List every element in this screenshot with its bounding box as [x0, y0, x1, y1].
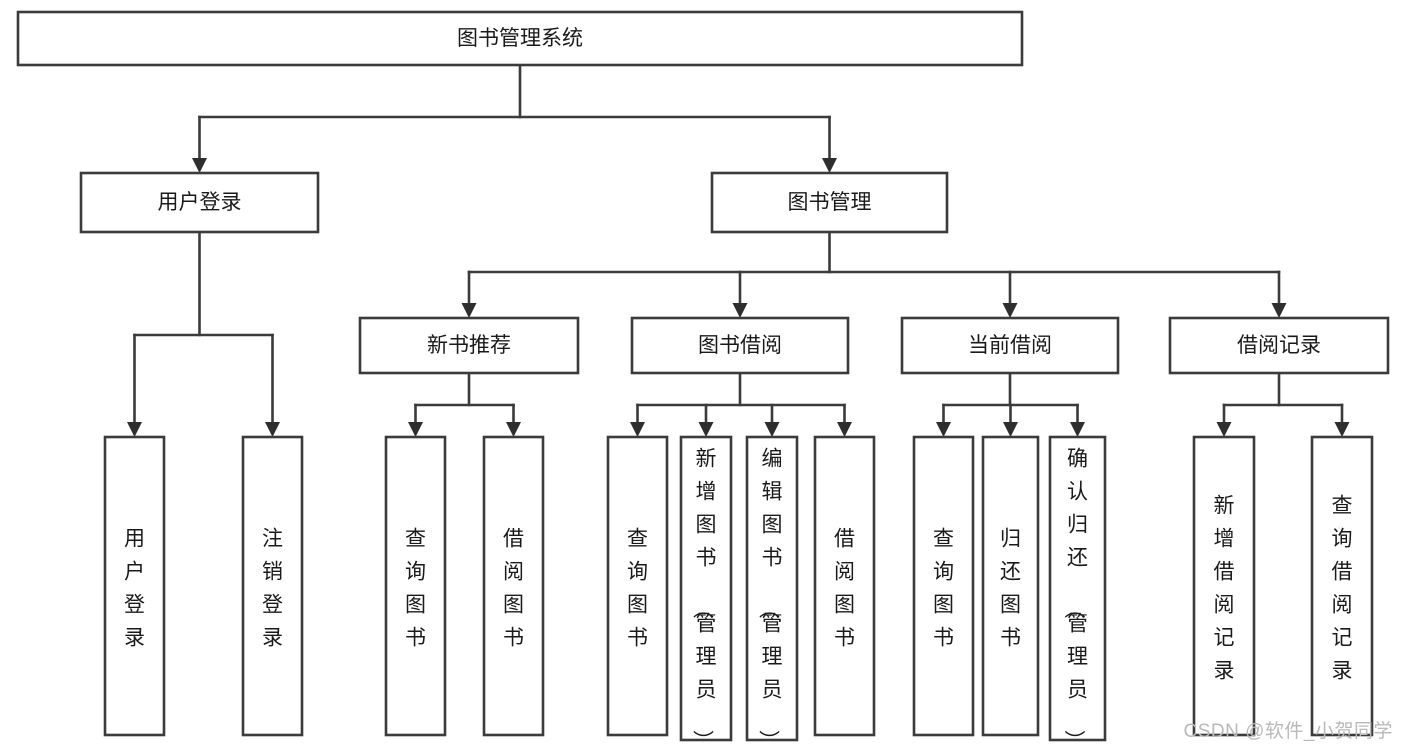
connector-group-book-borrow — [630, 371, 852, 437]
node-box-borrow-record[interactable] — [1168, 316, 1390, 375]
node-label-leaf-borrow-book: 借阅图书 — [834, 528, 855, 650]
arrow-head-icon — [506, 422, 521, 437]
node-new-book-recommend[interactable]: 新书推荐 — [358, 316, 580, 375]
node-label-leaf-confirm-return-admin: 确认归还（管理员） — [1062, 448, 1088, 747]
node-leaf-query-book-rec[interactable]: 查询图书 — [384, 435, 447, 737]
node-current-borrow[interactable]: 当前借阅 — [900, 316, 1120, 375]
node-label-borrow-record: 借阅记录 — [1237, 334, 1321, 357]
node-leaf-add-borrow-record[interactable]: 新增借阅记录 — [1192, 435, 1256, 737]
node-root[interactable]: 图书管理系统 — [16, 10, 1024, 67]
node-box-leaf-add-borrow-record[interactable] — [1192, 435, 1256, 737]
arrow-head-icon — [822, 158, 837, 173]
node-leaf-query-book-current[interactable]: 查询图书 — [912, 435, 975, 737]
node-label-leaf-logout: 注销登录 — [262, 528, 283, 650]
node-box-leaf-add-book-admin[interactable] — [679, 435, 733, 742]
arrow-head-icon — [1216, 422, 1232, 437]
connector-group-new-book-recommend — [408, 371, 521, 437]
arrow-head-icon — [936, 422, 951, 437]
connector-group-book-manage — [461, 230, 1287, 318]
node-leaf-edit-book-admin[interactable]: 编辑图书（管理员） — [745, 435, 799, 747]
node-leaf-logout[interactable]: 注销登录 — [241, 435, 304, 737]
connector-group-borrow-record — [1216, 371, 1350, 437]
node-label-new-book-recommend: 新书推荐 — [427, 334, 511, 357]
arrow-head-icon — [630, 422, 645, 437]
node-box-leaf-borrow-book-rec[interactable] — [482, 435, 545, 737]
node-label-leaf-add-book-admin: 新增图书（管理员） — [691, 448, 717, 747]
node-box-leaf-return-book[interactable] — [981, 435, 1040, 737]
node-box-book-manage[interactable] — [710, 171, 949, 234]
node-label-current-borrow: 当前借阅 — [968, 334, 1052, 357]
node-box-leaf-user-login[interactable] — [103, 435, 166, 737]
node-box-leaf-borrow-book[interactable] — [813, 435, 876, 737]
arrow-head-icon — [1002, 303, 1018, 318]
connector-group-root — [192, 63, 837, 173]
arrow-head-icon — [732, 303, 748, 318]
node-box-leaf-query-borrow-record[interactable] — [1310, 435, 1374, 737]
node-label-leaf-edit-book-admin: 编辑图书（管理员） — [757, 448, 783, 747]
node-box-leaf-edit-book-admin[interactable] — [745, 435, 799, 742]
arrow-head-icon — [1334, 422, 1350, 437]
arrow-head-icon — [764, 422, 780, 437]
node-label-leaf-borrow-book-rec: 借阅图书 — [503, 528, 524, 650]
arrow-head-icon — [698, 422, 714, 437]
node-label-leaf-query-book-current: 查询图书 — [933, 528, 954, 650]
node-label-book-manage: 图书管理 — [788, 191, 872, 214]
node-leaf-borrow-book-rec[interactable]: 借阅图书 — [482, 435, 545, 737]
node-leaf-query-book-borrow[interactable]: 查询图书 — [606, 435, 669, 737]
arrow-head-icon — [192, 158, 207, 173]
node-box-current-borrow[interactable] — [900, 316, 1120, 375]
node-box-leaf-query-book-rec[interactable] — [384, 435, 447, 737]
arrow-head-icon — [461, 303, 477, 318]
arrow-head-icon — [837, 422, 852, 437]
node-box-leaf-logout[interactable] — [241, 435, 304, 737]
connector-group-current-borrow — [936, 371, 1085, 437]
node-box-leaf-query-book-current[interactable] — [912, 435, 975, 737]
arrow-head-icon — [408, 422, 423, 437]
node-label-leaf-query-borrow-record: 查询借阅记录 — [1332, 495, 1353, 683]
node-label-leaf-query-book-borrow: 查询图书 — [627, 528, 648, 650]
node-leaf-add-book-admin[interactable]: 新增图书（管理员） — [679, 435, 733, 747]
node-box-book-borrow[interactable] — [630, 316, 850, 375]
node-label-root: 图书管理系统 — [457, 27, 583, 50]
connector-layer — [127, 63, 1350, 437]
node-label-leaf-return-book: 归还图书 — [1000, 528, 1021, 650]
node-layer: 图书管理系统用户登录图书管理新书推荐图书借阅当前借阅借阅记录用户登录注销登录查询… — [16, 10, 1390, 747]
arrow-head-icon — [1271, 303, 1287, 318]
node-label-leaf-add-borrow-record: 新增借阅记录 — [1214, 495, 1235, 683]
arrow-head-icon — [127, 422, 142, 437]
node-borrow-record[interactable]: 借阅记录 — [1168, 316, 1390, 375]
node-label-leaf-query-book-rec: 查询图书 — [405, 528, 426, 650]
node-label-book-borrow: 图书借阅 — [698, 334, 782, 357]
arrow-head-icon — [1070, 422, 1085, 437]
node-box-new-book-recommend[interactable] — [358, 316, 580, 375]
node-leaf-return-book[interactable]: 归还图书 — [981, 435, 1040, 737]
node-box-user-login[interactable] — [79, 171, 320, 234]
node-box-leaf-confirm-return-admin[interactable] — [1048, 435, 1107, 742]
node-leaf-query-borrow-record[interactable]: 查询借阅记录 — [1310, 435, 1374, 737]
node-book-borrow[interactable]: 图书借阅 — [630, 316, 850, 375]
node-label-user-login: 用户登录 — [158, 191, 242, 214]
node-label-leaf-user-login: 用户登录 — [124, 528, 145, 650]
node-leaf-borrow-book[interactable]: 借阅图书 — [813, 435, 876, 737]
arrow-head-icon — [1003, 422, 1018, 437]
node-box-leaf-query-book-borrow[interactable] — [606, 435, 669, 737]
node-user-login[interactable]: 用户登录 — [79, 171, 320, 234]
node-book-manage[interactable]: 图书管理 — [710, 171, 949, 234]
connector-group-user-login — [127, 230, 280, 437]
node-leaf-confirm-return-admin[interactable]: 确认归还（管理员） — [1048, 435, 1107, 747]
node-leaf-user-login[interactable]: 用户登录 — [103, 435, 166, 737]
arrow-head-icon — [265, 422, 280, 437]
node-box-root[interactable] — [16, 10, 1024, 67]
watermark-text: CSDN @软件_小贺同学 — [1183, 721, 1393, 742]
